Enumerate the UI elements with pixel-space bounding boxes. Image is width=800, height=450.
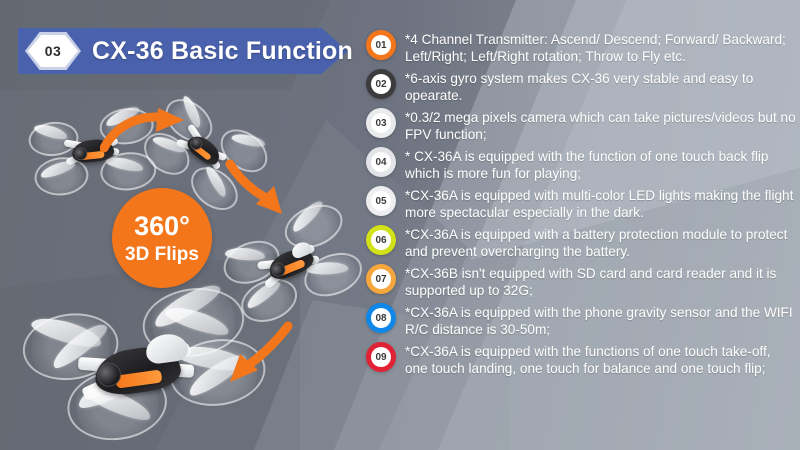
feature-text: *CX-36A is equipped with the functions o… [405, 344, 771, 376]
feature-row: 08 *CX-36A is equipped with the phone gra… [366, 303, 796, 338]
feature-number: 03 [371, 113, 391, 133]
feature-number: 02 [371, 74, 391, 94]
section-number-hexagon: 03 [25, 32, 81, 70]
feature-text: *CX-36B isn't equipped with SD card and … [405, 266, 777, 298]
feature-number: 01 [371, 35, 391, 55]
feature-badge: 09 [366, 342, 396, 372]
flip-label: 3D Flips [125, 243, 199, 265]
drone-middle [211, 192, 369, 336]
feature-number: 04 [371, 152, 391, 172]
feature-badge: 03 [366, 108, 396, 138]
title-banner: 03 CX-36 Basic Function [18, 28, 353, 74]
page-title: CX-36 Basic Function [92, 36, 353, 65]
feature-text: *CX-36A is equipped with the phone gravi… [405, 305, 793, 337]
feature-row: 09 *CX-36A is equipped with the functions… [366, 342, 796, 377]
flip-badge: 360° 3D Flips [112, 188, 212, 288]
feature-row: 03 *0.3/2 mega pixels camera which can ta… [366, 108, 796, 143]
flip-degrees: 360° [134, 210, 190, 241]
feature-number: 05 [371, 191, 391, 211]
feature-row: 02 *6-axis gyro system makes CX-36 very s… [366, 69, 796, 104]
feature-row: 01 *4 Channel Transmitter: Ascend/ Descen… [366, 30, 796, 65]
feature-badge: 05 [366, 186, 396, 216]
curved-arrow-bottom [230, 321, 293, 382]
feature-row: 05 *CX-36A is equipped with multi-color L… [366, 186, 796, 221]
feature-badge: 08 [366, 303, 396, 333]
feature-badge: 01 [366, 30, 396, 60]
feature-number: 09 [371, 347, 391, 367]
feature-row: 06 *CX-36A is equipped with a battery pro… [366, 225, 796, 260]
feature-number: 07 [371, 269, 391, 289]
curved-arrow-middle [225, 159, 282, 214]
curved-arrow-top [100, 108, 184, 153]
feature-badge: 06 [366, 225, 396, 255]
feature-badge: 02 [366, 69, 396, 99]
drone-top-left [24, 102, 160, 201]
feature-text: *0.3/2 mega pixels camera which can take… [405, 110, 796, 142]
feature-row: 07 *CX-36B isn't equipped with SD card an… [366, 264, 796, 299]
feature-text: *4 Channel Transmitter: Ascend/ Descend;… [405, 32, 786, 64]
feature-badge: 07 [366, 264, 396, 294]
feature-text: *6-axis gyro system makes CX-36 very sta… [405, 71, 754, 103]
feature-number: 06 [371, 230, 391, 250]
feature-row: 04 * CX-36A is equipped with the function… [366, 147, 796, 182]
feature-list: 01 *4 Channel Transmitter: Ascend/ Descen… [366, 30, 796, 381]
feature-text: * CX-36A is equipped with the function o… [405, 149, 769, 181]
feature-text: *CX-36A is equipped with multi-color LED… [405, 188, 794, 220]
drone-bottom-large [12, 270, 272, 450]
feature-number: 08 [371, 308, 391, 328]
feature-badge: 04 [366, 147, 396, 177]
feature-text: *CX-36A is equipped with a battery prote… [405, 227, 788, 259]
